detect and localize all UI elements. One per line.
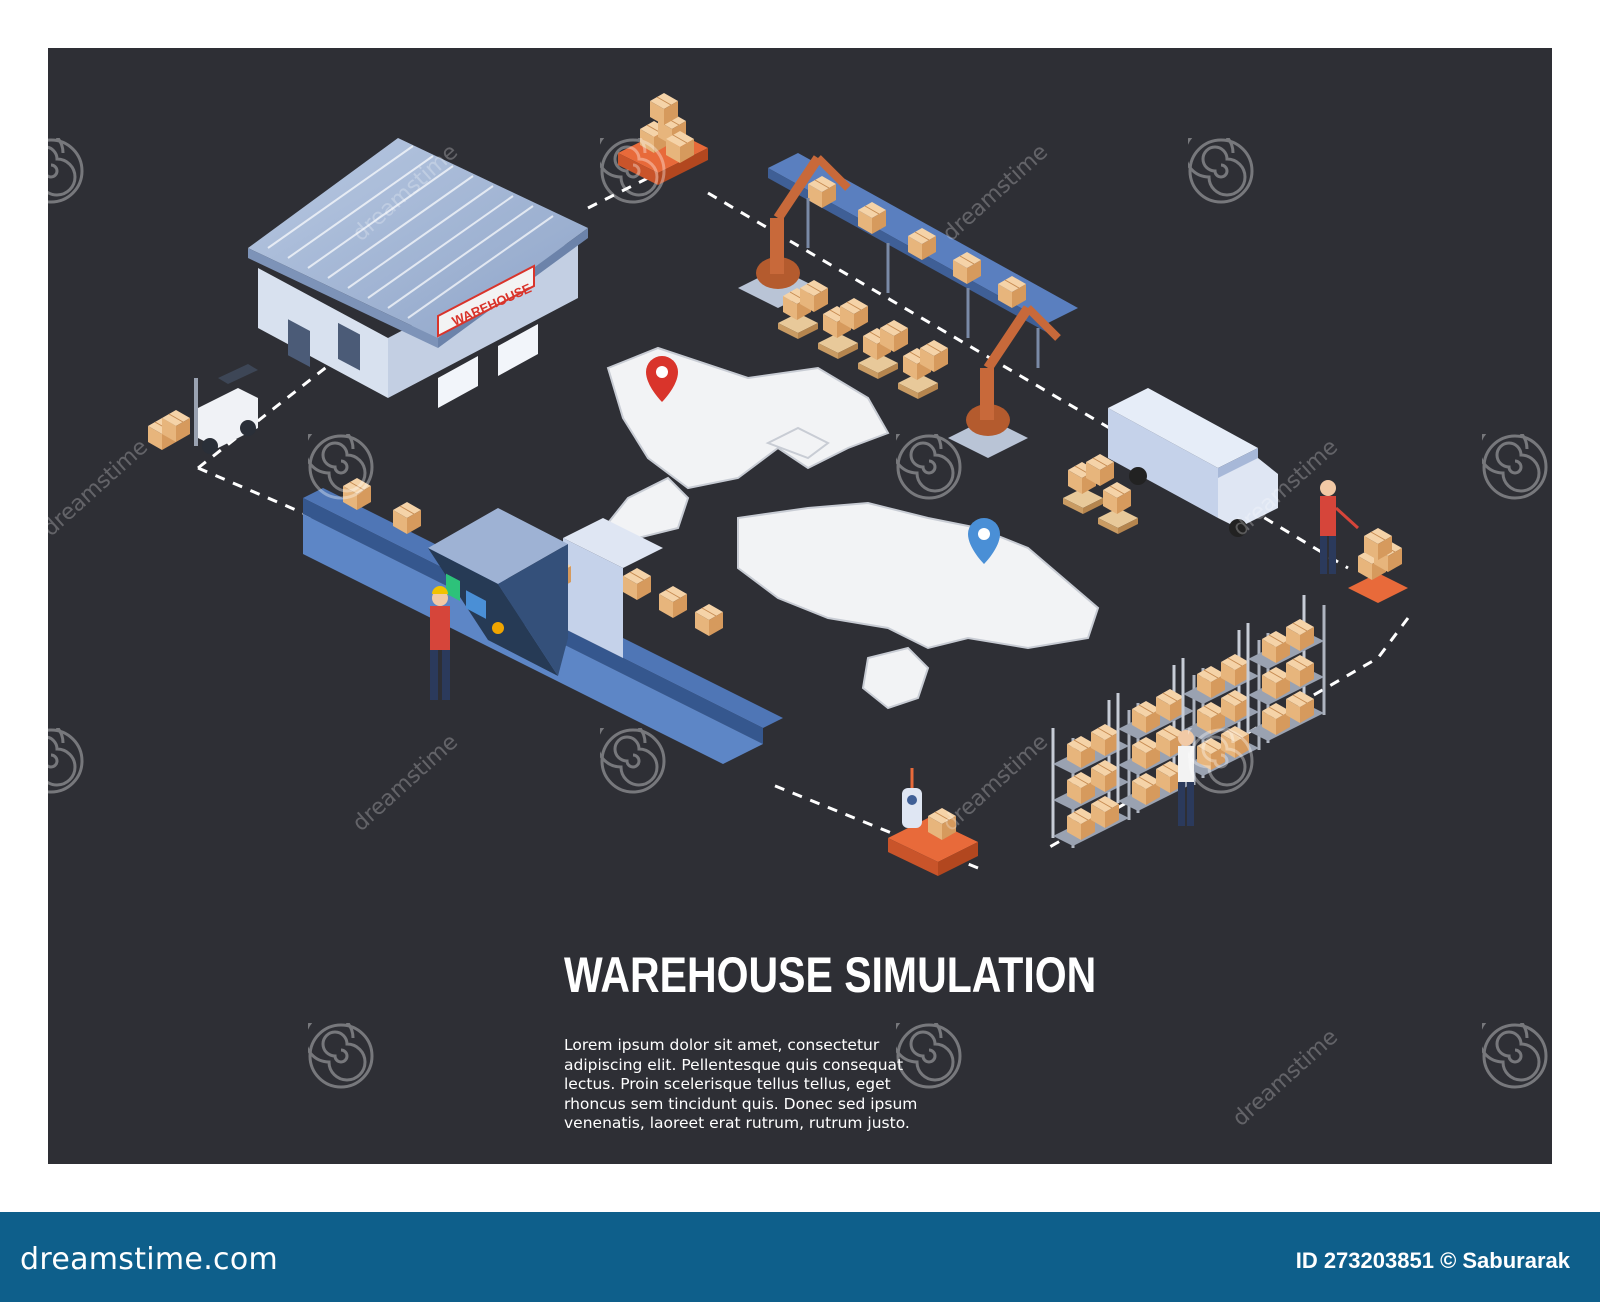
poster: WAREHOUSE — [48, 48, 1552, 1164]
location-pin-icon — [968, 518, 1000, 564]
image-id: ID 273203851 — [1295, 1248, 1434, 1273]
conveyor-belt-icon — [768, 153, 1078, 368]
watermark-spiral-icon — [1183, 127, 1254, 204]
body-line: rhoncus sem tincidunt quis. Donec sed ip… — [564, 1094, 918, 1113]
control-panel-icon — [428, 508, 568, 676]
robotic-arm-icon — [948, 305, 1061, 458]
delivery-truck-icon — [1063, 388, 1278, 537]
body-paragraph: Lorem ipsum dolor sit amet, consectetur … — [564, 1036, 1044, 1134]
location-pin-icon — [646, 356, 678, 402]
watermark-spiral-icon — [595, 127, 666, 204]
author-credit: © Saburarak — [1440, 1248, 1570, 1273]
watermark-spiral-icon — [891, 423, 962, 500]
watermark-spiral-icon — [1477, 1012, 1548, 1089]
watermark-spiral-icon — [1183, 717, 1254, 794]
illustration-scene: WAREHOUSE — [147, 92, 1410, 876]
delivery-robot-icon — [888, 768, 978, 876]
footer-bar: dreamstime.com ID 273203851 © Saburarak — [0, 1212, 1600, 1302]
watermark-spiral-icon — [48, 127, 84, 204]
footer-credit: ID 273203851 © Saburarak — [1296, 1248, 1570, 1274]
watermark-spiral-icon — [1477, 423, 1548, 500]
forklift-icon — [147, 364, 258, 454]
watermark-spiral-icon — [891, 1012, 962, 1089]
footer-logo[interactable]: dreamstime.com — [20, 1242, 278, 1277]
worker-icon — [430, 586, 450, 700]
body-line: lectus. Proin scelerisque tellus tellus,… — [564, 1075, 891, 1093]
body-line: adipiscing elit. Pellentesque quis conse… — [564, 1055, 904, 1074]
watermark-spiral-icon — [303, 423, 374, 500]
body-line: Lorem ipsum dolor sit amet, consectetur — [564, 1036, 880, 1054]
warehouse-building-icon — [248, 138, 588, 408]
body-line: venenatis, laoreet erat rutrum, rutrum j… — [564, 1114, 910, 1132]
page-title: WAREHOUSE SIMULATION — [564, 947, 1097, 1003]
watermark-spiral-icon — [595, 717, 666, 794]
watermark-spiral-icon — [48, 717, 84, 794]
pallet-jack-icon — [1320, 480, 1408, 603]
world-map-icon — [606, 346, 1100, 710]
robotic-arm-icon — [738, 155, 851, 308]
watermark-spiral-icon — [303, 1012, 374, 1089]
